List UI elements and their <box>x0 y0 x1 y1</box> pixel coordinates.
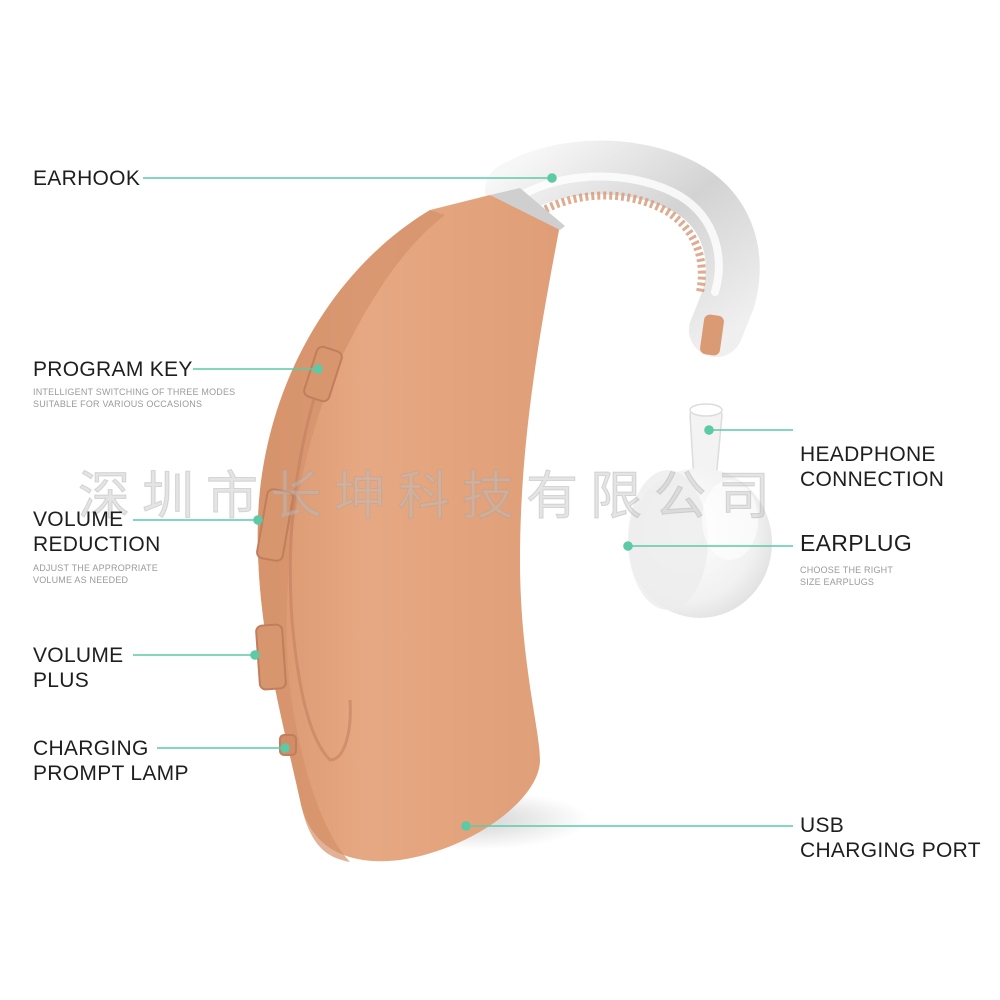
earplug-illustration <box>628 403 772 618</box>
volume-reduction-desc: ADJUST THE APPROPRIATE VOLUME AS NEEDED <box>33 563 158 585</box>
program-key-button <box>303 345 343 403</box>
volume-plus-button <box>255 623 287 691</box>
earhook-label: EARHOOK <box>33 167 141 190</box>
leader-lines <box>133 173 793 831</box>
earhook <box>485 140 760 357</box>
usb-port-label: USB CHARGING PORT <box>800 814 981 862</box>
hearing-aid-body <box>255 188 565 862</box>
headphone-connection-label: HEADPHONE CONNECTION <box>800 443 945 491</box>
watermark-text: 深圳市长坤科技有限公司 <box>78 467 783 528</box>
charging-lamp-label: CHARGING PROMPT LAMP <box>33 737 189 785</box>
earplug-desc: CHOOSE THE RIGHT SIZE EARPLUGS <box>800 565 894 587</box>
volume-reduction-label: VOLUME REDUCTION <box>33 508 161 556</box>
program-key-desc: INTELLIGENT SWITCHING OF THREE MODES SUI… <box>33 387 236 409</box>
earplug-label: EARPLUG <box>800 530 913 556</box>
program-key-label: PROGRAM KEY <box>33 358 193 381</box>
volume-reduction-button <box>256 488 294 562</box>
volume-plus-label: VOLUME PLUS <box>33 644 124 692</box>
